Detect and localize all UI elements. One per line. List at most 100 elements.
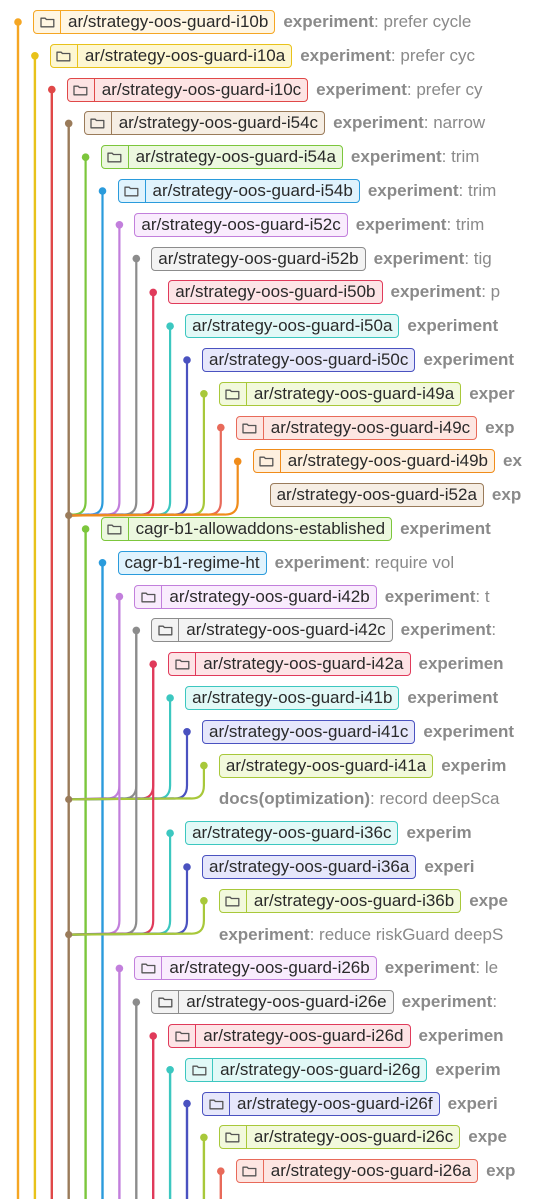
branch-tag[interactable]: ar/strategy-oos-guard-i50b <box>168 280 383 305</box>
branch-tag[interactable]: ar/strategy-oos-guard-i41a <box>218 753 434 778</box>
branch-tag[interactable]: cagr-b1-allowaddons-established <box>100 517 393 541</box>
commit-type: experiment <box>390 282 482 302</box>
branch-name: ar/strategy-oos-guard-i52a <box>276 485 477 505</box>
commit-row[interactable]: ar/strategy-oos-guard-i41a experim <box>218 752 506 780</box>
branch-tag[interactable]: ar/strategy-oos-guard-i36c <box>185 821 399 846</box>
graph-merge-curve <box>68 765 205 801</box>
commit-row[interactable]: ar/strategy-oos-guard-i50a experiment <box>185 312 498 340</box>
branch-tag[interactable]: ar/strategy-oos-guard-i54c <box>83 111 326 136</box>
commit-row[interactable]: ar/strategy-oos-guard-i26c expe <box>218 1123 508 1151</box>
commit-type: experiment <box>274 552 366 572</box>
branch-name: ar/strategy-oos-guard-i52b <box>158 248 359 268</box>
branch-tag[interactable]: ar/strategy-oos-guard-i10c <box>66 77 309 102</box>
branch-tag[interactable]: ar/strategy-oos-guard-i54a <box>100 145 343 170</box>
branch-tag[interactable]: ar/strategy-oos-guard-i36b <box>218 888 462 913</box>
branch-tag[interactable]: ar/strategy-oos-guard-i52a <box>269 483 484 508</box>
folder-icon <box>135 585 163 608</box>
branch-name: ar/strategy-oos-guard-i26f <box>237 1093 433 1113</box>
branch-tag[interactable]: ar/strategy-oos-guard-i52c <box>134 212 348 237</box>
branch-tag[interactable]: ar/strategy-oos-guard-i42c <box>151 618 393 643</box>
commit-node <box>115 964 124 973</box>
branch-tag[interactable]: ar/strategy-oos-guard-i41c <box>202 719 416 744</box>
branch-tag[interactable]: ar/strategy-oos-guard-i41b <box>185 686 400 710</box>
commit-message: experim <box>441 756 506 776</box>
commit-message: experiment: reduce riskGuard deepS <box>219 925 503 945</box>
branch-name: ar/strategy-oos-guard-i49a <box>253 383 455 403</box>
commit-row[interactable]: docs(optimization): record deepSca <box>219 785 500 813</box>
branch-name: ar/strategy-oos-guard-i42a <box>203 654 404 674</box>
commit-type: exp <box>486 1161 516 1181</box>
branch-tag[interactable]: ar/strategy-oos-guard-i26b <box>134 956 377 981</box>
folder-icon <box>237 1160 264 1183</box>
branch-tag[interactable]: ar/strategy-oos-guard-i26a <box>235 1159 479 1184</box>
commit-message: experiment <box>407 316 498 336</box>
branch-tag[interactable]: ar/strategy-oos-guard-i42b <box>134 584 377 609</box>
branch-tag[interactable]: ar/strategy-oos-guard-i26c <box>218 1125 461 1150</box>
folder-icon <box>34 11 61 33</box>
commit-node <box>115 592 124 601</box>
commit-row[interactable]: ar/strategy-oos-guard-i26a exp <box>235 1157 516 1185</box>
branch-tag[interactable]: cagr-b1-regime-ht <box>117 550 267 575</box>
folder-icon <box>254 450 281 473</box>
commit-row[interactable]: ar/strategy-oos-guard-i36a experi <box>202 853 474 881</box>
folder-icon <box>152 991 180 1014</box>
branch-tag[interactable]: ar/strategy-oos-guard-i52b <box>151 246 366 271</box>
branch-tag[interactable]: ar/strategy-oos-guard-i49a <box>218 381 462 406</box>
branch-tag[interactable]: ar/strategy-oos-guard-i26f <box>202 1091 440 1116</box>
commit-separator: : <box>475 958 481 978</box>
branch-tag[interactable]: ar/strategy-oos-guard-i54b <box>117 179 360 203</box>
folder-icon <box>220 382 247 405</box>
commit-row[interactable]: ar/strategy-oos-guard-i50c experiment <box>202 346 514 374</box>
commit-summary: prefer cy <box>411 79 483 99</box>
branch-tag[interactable]: ar/strategy-oos-guard-i49c <box>235 415 478 440</box>
branch-tag[interactable]: ar/strategy-oos-guard-i26d <box>168 1024 411 1048</box>
branch-name: ar/strategy-oos-guard-i50c <box>209 350 409 369</box>
branch-tag[interactable]: ar/strategy-oos-guard-i26g <box>185 1057 428 1082</box>
branch-tag[interactable]: ar/strategy-oos-guard-i49b <box>252 449 496 474</box>
commit-type: experiment <box>300 45 391 65</box>
commit-type: experiment <box>423 350 515 369</box>
branch-tag[interactable]: ar/strategy-oos-guard-i36a <box>202 855 417 879</box>
commit-message: experi <box>424 857 474 877</box>
commit-type: experiment <box>367 181 459 200</box>
commit-type: expe <box>468 1127 508 1147</box>
branch-tag[interactable]: ar/strategy-oos-guard-i50a <box>185 314 400 339</box>
branch-name: ar/strategy-oos-guard-i26d <box>203 1026 404 1045</box>
branch-tag[interactable]: ar/strategy-oos-guard-i26e <box>151 990 394 1015</box>
commit-summary: prefer cycle <box>378 12 472 31</box>
branch-tag[interactable]: ar/strategy-oos-guard-i50c <box>202 348 416 372</box>
commit-row[interactable]: experiment: reduce riskGuard deepS <box>219 921 503 949</box>
folder-icon <box>135 957 163 980</box>
branch-tag[interactable]: ar/strategy-oos-guard-i42a <box>168 652 411 677</box>
branch-tag[interactable]: ar/strategy-oos-guard-i10b <box>33 10 276 34</box>
branch-tag[interactable]: ar/strategy-oos-guard-i10a <box>49 43 293 68</box>
commit-node <box>132 626 141 635</box>
